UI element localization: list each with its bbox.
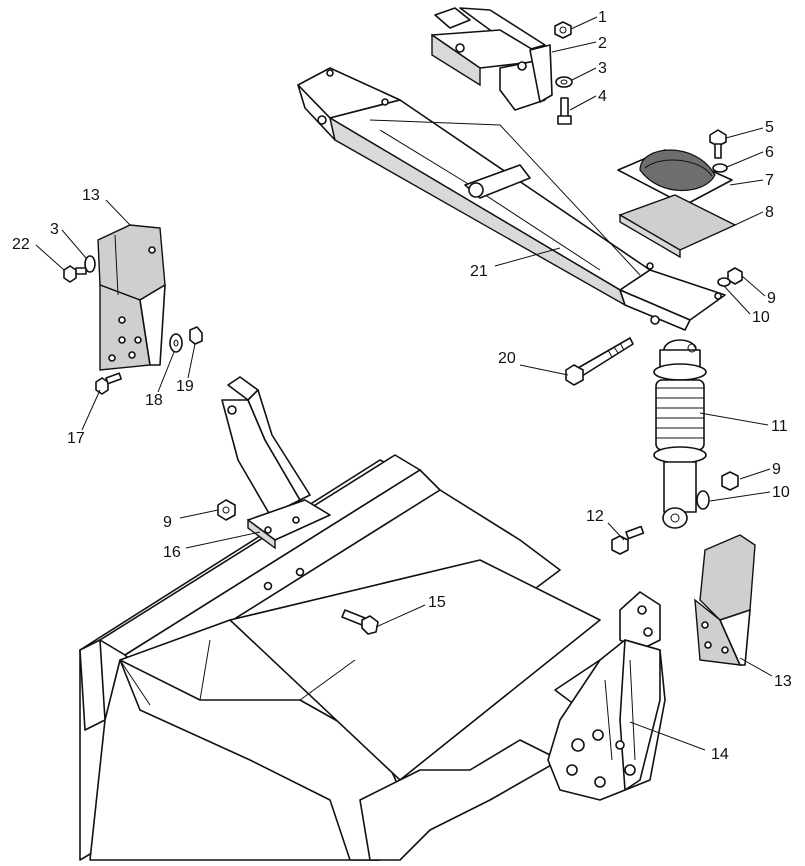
bump-stop xyxy=(617,149,733,206)
callout-2: 2 xyxy=(598,35,607,52)
callout-13: 13 xyxy=(774,673,792,690)
callout-10: 10 xyxy=(752,309,770,326)
leader-lines xyxy=(35,16,773,751)
callout-12: 12 xyxy=(586,508,604,525)
callout-17: 17 xyxy=(67,430,85,447)
bolt-15 xyxy=(341,609,379,635)
washer-10-mid xyxy=(696,490,710,510)
callout-1: 1 xyxy=(598,9,607,26)
bolt-22 xyxy=(63,265,87,283)
bolt-17 xyxy=(95,372,123,395)
spring-hanger xyxy=(547,591,666,801)
callout-22: 22 xyxy=(12,236,30,253)
callout-20: 20 xyxy=(498,350,516,367)
callout-21: 21 xyxy=(470,263,488,280)
callout-10: 10 xyxy=(772,484,790,501)
callout-4: 4 xyxy=(598,88,607,105)
bolt-12 xyxy=(611,525,645,555)
callout-3: 3 xyxy=(50,221,59,238)
upper-bracket xyxy=(431,7,553,111)
nut-19 xyxy=(189,326,203,345)
washer-3-top xyxy=(555,76,573,88)
callout-16: 16 xyxy=(163,544,181,561)
shock-absorber xyxy=(653,339,707,529)
right-bracket xyxy=(694,534,756,666)
washer-18 xyxy=(169,333,183,353)
nut-9-mid xyxy=(721,471,739,491)
callout-13: 13 xyxy=(82,187,100,204)
frame-rail xyxy=(79,454,601,861)
nut-9-left xyxy=(217,499,236,521)
callout-9: 9 xyxy=(163,514,172,531)
nut-1 xyxy=(554,21,572,39)
nut-9-upper xyxy=(717,267,743,287)
rubber-pad xyxy=(618,194,737,259)
callout-18: 18 xyxy=(145,392,163,409)
washer-3-left xyxy=(84,255,96,273)
callout-15: 15 xyxy=(428,594,446,611)
bolt-4 xyxy=(557,97,572,125)
callout-19: 19 xyxy=(176,378,194,395)
callout-9: 9 xyxy=(772,461,781,478)
callout-9: 9 xyxy=(767,290,776,307)
callout-5: 5 xyxy=(765,119,774,136)
callout-7: 7 xyxy=(765,172,774,189)
callout-14: 14 xyxy=(711,746,729,763)
callout-8: 8 xyxy=(765,204,774,221)
left-bracket xyxy=(97,224,166,371)
bolt-20 xyxy=(565,337,634,386)
callout-6: 6 xyxy=(765,144,774,161)
support-bracket xyxy=(221,376,331,550)
cross-member xyxy=(297,67,726,331)
washer-6 xyxy=(712,163,728,173)
callout-3: 3 xyxy=(598,60,607,77)
callout-labels: 1 2 3 4 5 6 7 8 9 10 21 13 3 22 18 19 17… xyxy=(12,9,792,763)
callout-11: 11 xyxy=(771,418,788,435)
bolt-5 xyxy=(709,129,727,159)
